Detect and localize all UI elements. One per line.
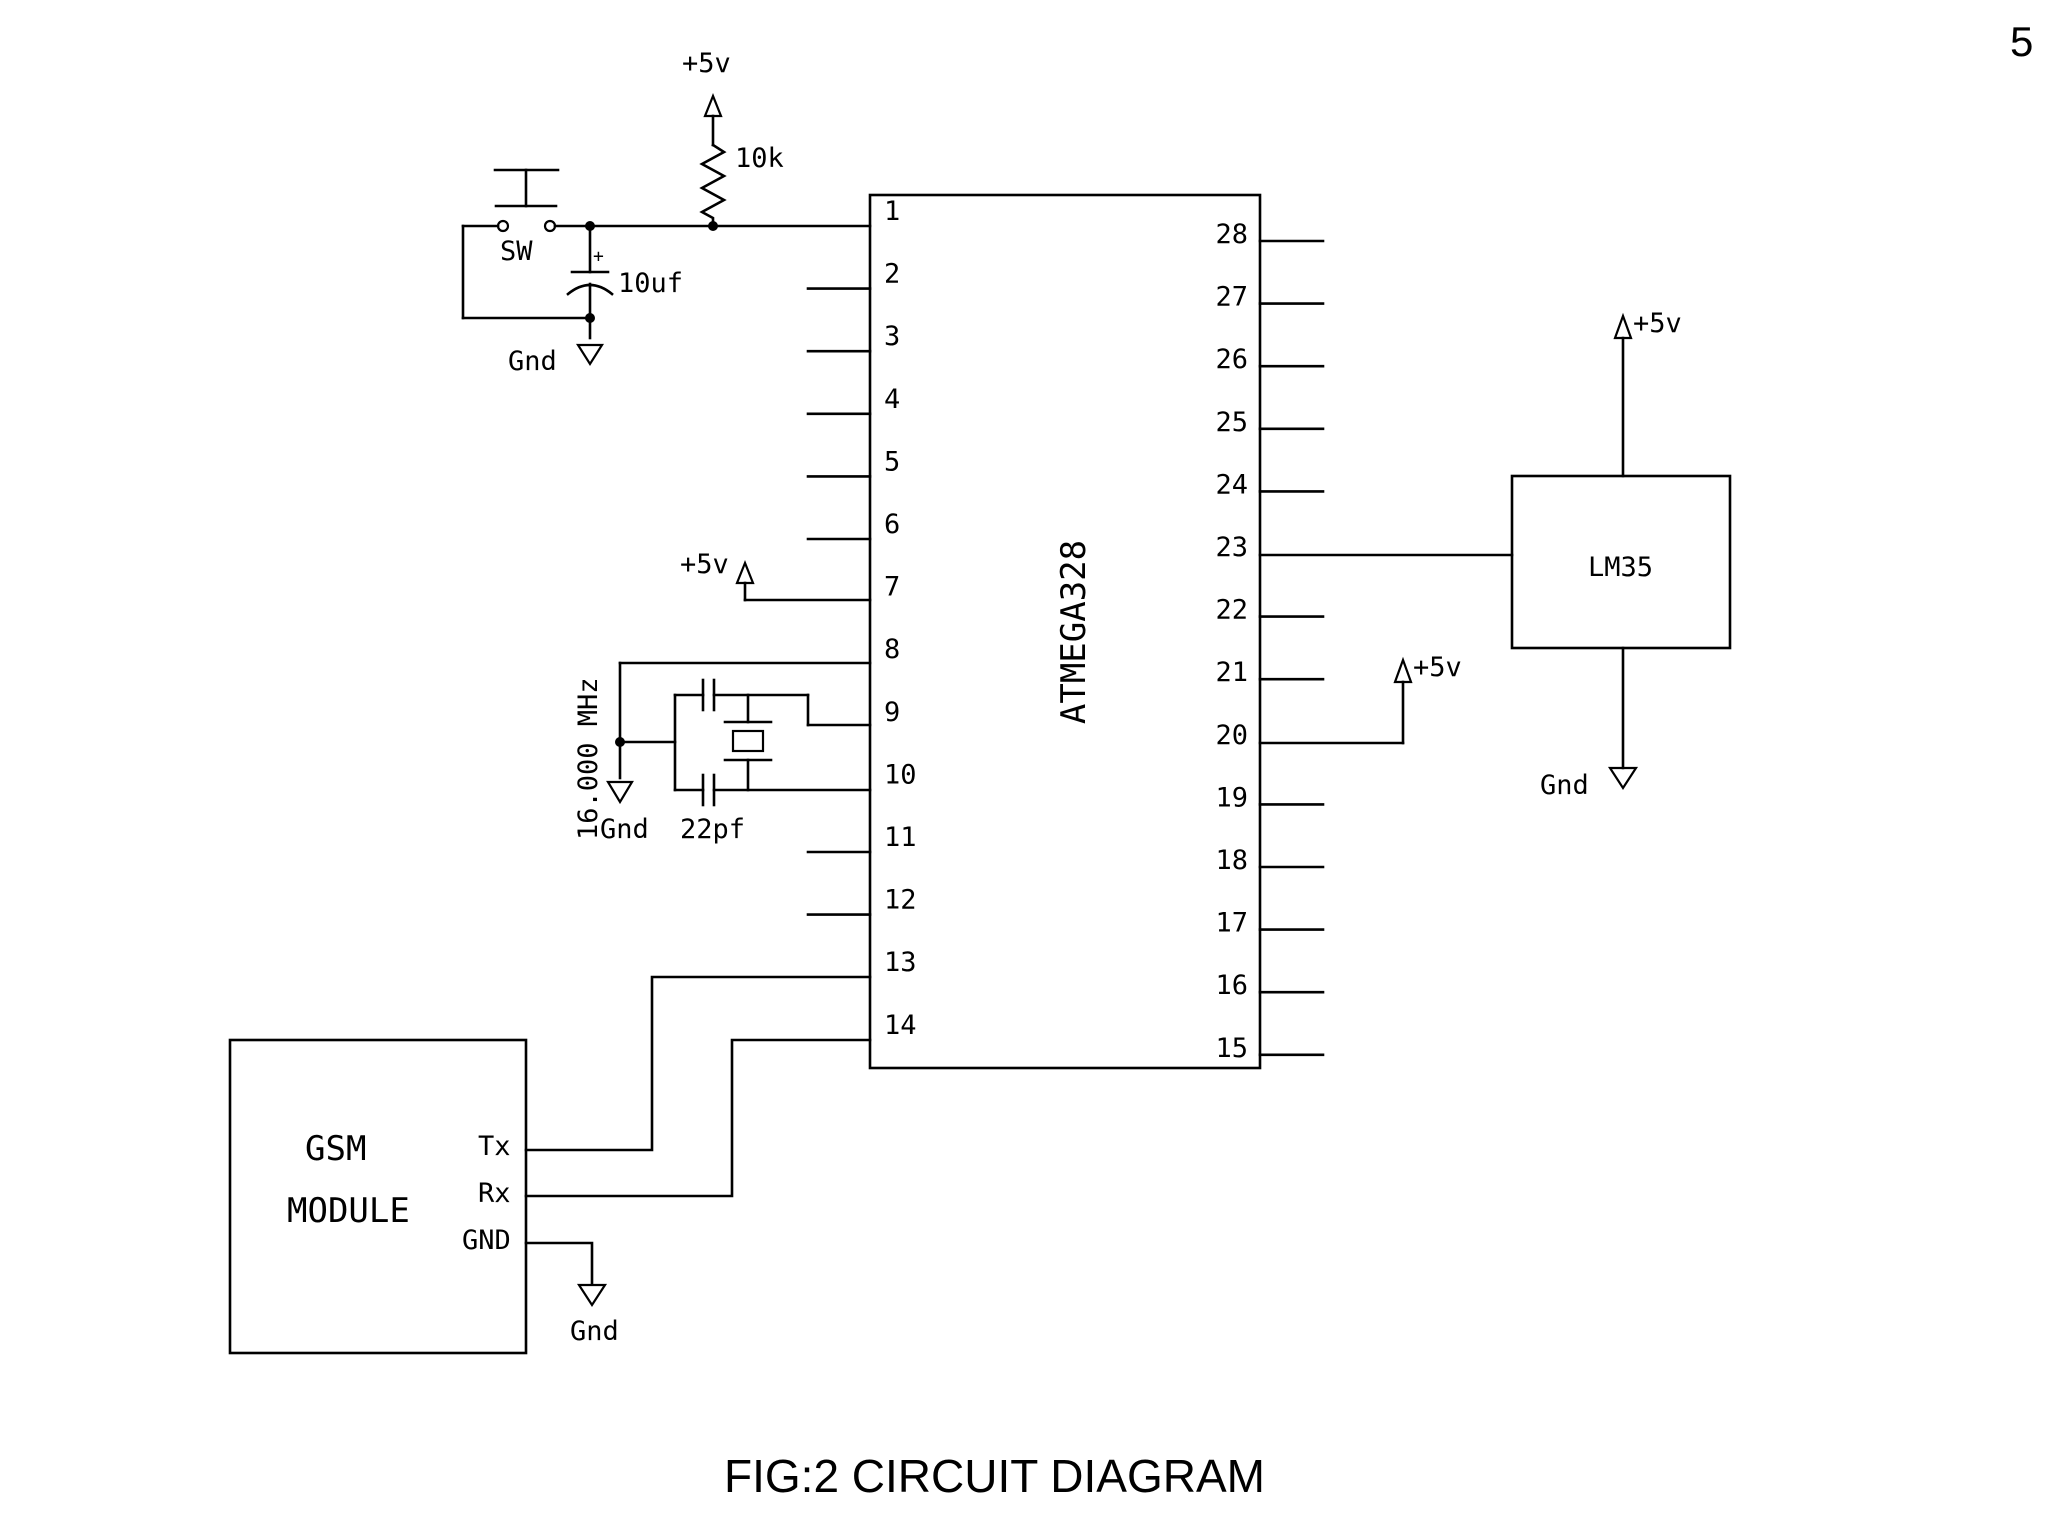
pin7-supply: +5v	[680, 549, 872, 602]
mcu-pin-10-label: 10	[884, 759, 917, 790]
mcu-name: ATMEGA328	[1054, 540, 1094, 724]
mcu-pin-9-label: 9	[884, 697, 900, 728]
lm35-supply-label: +5v	[1633, 308, 1682, 339]
mcu-pin-6-label: 6	[884, 509, 900, 540]
mcu-pin-1-label: 1	[884, 196, 900, 227]
reset-ground-label: Gnd	[508, 346, 557, 377]
lm35-ground-label: Gnd	[1540, 770, 1589, 801]
mcu-pin-20-label: 20	[1215, 720, 1248, 751]
gsm-tx-label: Tx	[478, 1131, 511, 1162]
lm35-body	[1510, 474, 1732, 650]
mcu-pin-26-label: 26	[1215, 344, 1248, 375]
pin7-supply-label: +5v	[680, 549, 729, 580]
mcu-pin-4-label: 4	[884, 384, 900, 415]
pin20-supply-label: +5v	[1413, 652, 1462, 683]
mcu-pin-7-label: 7	[884, 572, 900, 603]
reset-supply-arrow	[703, 93, 723, 118]
gsm-ground-label: Gnd	[570, 1316, 619, 1347]
reset-circuit: +5v 10k SW + 10uf	[461, 48, 872, 377]
mcu-pin-24-label: 24	[1215, 469, 1248, 500]
reset-switch: SW	[493, 168, 560, 267]
capacitor-10uf: + 10uf	[566, 224, 683, 340]
mcu-pin-12-label: 12	[884, 885, 917, 916]
mcu-pin-8-label: 8	[884, 634, 900, 665]
mcu-pin-3-label: 3	[884, 321, 900, 352]
lm35-name: LM35	[1588, 552, 1653, 583]
mcu-pin-2-label: 2	[884, 259, 900, 290]
mcu-pin-17-label: 17	[1215, 908, 1248, 939]
mcu-pin-11-label: 11	[884, 822, 917, 853]
figure-caption: FIG:2 CIRCUIT DIAGRAM	[724, 1450, 1265, 1502]
mcu-pin-5-label: 5	[884, 446, 900, 477]
resistor-10k	[699, 143, 727, 228]
crystal-oscillator: Gnd 16.000 MHz 22pf	[573, 661, 872, 845]
cap-polarity: +	[593, 246, 604, 267]
mcu-pin-14-label: 14	[884, 1010, 917, 1041]
lm35-sensor: LM35 +5v Gnd	[1258, 308, 1732, 801]
reset-supply-label: +5v	[682, 48, 731, 79]
reset-ground-symbol	[576, 343, 604, 367]
mcu-pin-16-label: 16	[1215, 970, 1248, 1001]
mcu-pin-19-label: 19	[1215, 782, 1248, 813]
gsm-title-line2: MODULE	[287, 1191, 410, 1231]
gsm-rx-label: Rx	[478, 1178, 511, 1209]
crystal-ground-label: Gnd	[600, 814, 649, 845]
mcu-pin-27-label: 27	[1215, 282, 1248, 313]
gsm-title-line1: GSM	[305, 1129, 366, 1169]
switch-label: SW	[500, 236, 533, 267]
crystal-frequency-label: 16.000 MHz	[573, 677, 604, 840]
gsm-module: GSM MODULE Tx Rx GND Gnd	[228, 975, 872, 1355]
mcu-pin-13-label: 13	[884, 947, 917, 978]
mcu-pin-18-label: 18	[1215, 845, 1248, 876]
mcu-pin-21-label: 21	[1215, 657, 1248, 688]
mcu-right-pins: 28 27 26 25 24 23 22 21 20 19 18 17 16 15	[1215, 219, 1325, 1064]
pin20-supply: +5v	[1258, 652, 1462, 745]
page-number: 5	[2010, 18, 2033, 65]
mcu-pin-23-label: 23	[1215, 532, 1248, 563]
mcu-body	[868, 193, 1262, 1070]
mcu-pin-28-label: 28	[1215, 219, 1248, 250]
crystal-ground-symbol	[606, 780, 634, 805]
mcu-pin-25-label: 25	[1215, 407, 1248, 438]
mcu-pin-15-label: 15	[1215, 1033, 1248, 1064]
capacitor-label: 10uf	[618, 268, 683, 299]
mcu-pin-22-label: 22	[1215, 595, 1248, 626]
crystal-caps-label: 22pf	[680, 814, 745, 845]
resistor-label: 10k	[735, 143, 784, 174]
gsm-gnd-label: GND	[462, 1225, 511, 1256]
